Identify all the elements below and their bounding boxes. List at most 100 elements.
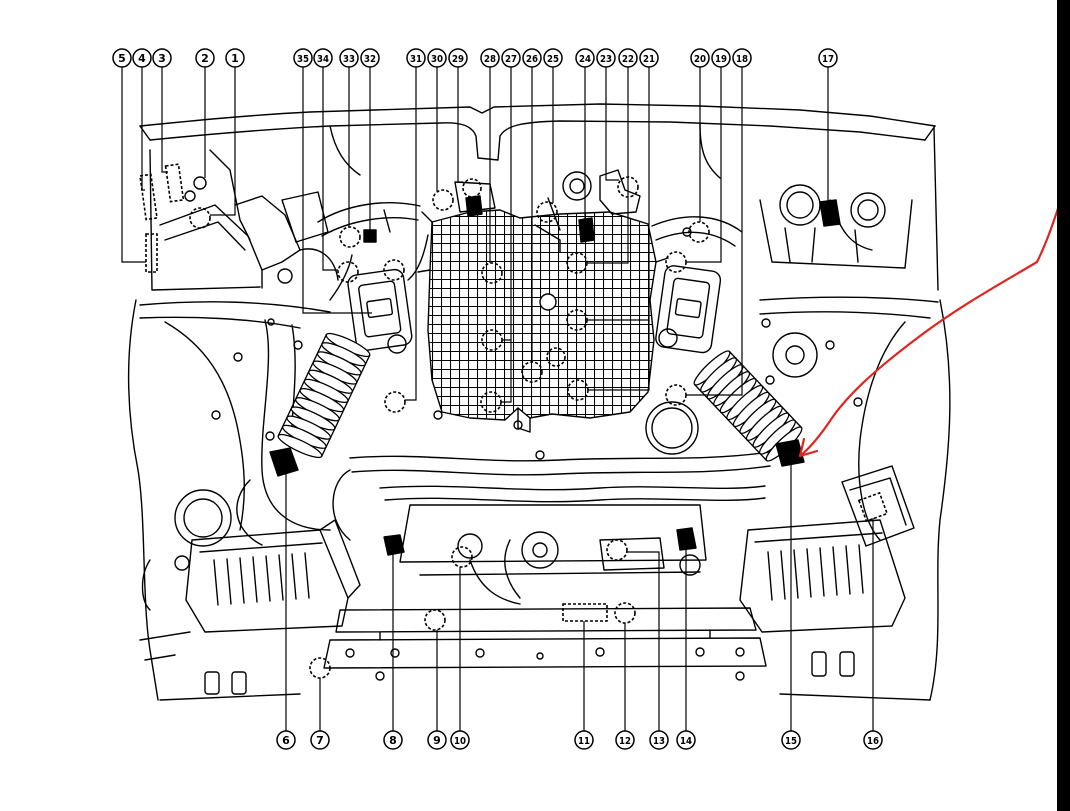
callout-15: 15 — [781, 730, 801, 750]
location-marker — [189, 207, 211, 229]
callout-circle — [543, 48, 563, 68]
callout-number: 22 — [622, 54, 634, 65]
callout-circle — [690, 48, 710, 68]
left-reservoir-cap — [174, 489, 232, 547]
callout-circle — [618, 48, 638, 68]
callout-number: 6 — [282, 734, 290, 747]
callout-circle — [574, 730, 594, 750]
callout-27: 27 — [501, 48, 521, 68]
callout-number: 17 — [822, 54, 834, 65]
bottom-frame — [159, 651, 931, 701]
lower-hoses — [332, 451, 771, 605]
callout-21: 21 — [639, 48, 659, 68]
callout-32: 32 — [360, 48, 380, 68]
callout-number: 24 — [579, 54, 591, 65]
callout-34: 34 — [313, 48, 333, 68]
connector-14 — [676, 527, 697, 551]
leader-line-31 — [405, 67, 417, 401]
connector-29 — [465, 195, 483, 217]
callout-number: 29 — [452, 54, 464, 65]
callout-circle — [575, 48, 595, 68]
callout-number: 7 — [316, 734, 324, 747]
leader-line-1 — [210, 67, 236, 216]
callout-circle — [448, 48, 468, 68]
callout-circle — [225, 48, 245, 68]
callout-number: 21 — [643, 54, 655, 65]
air-ducts — [277, 332, 803, 462]
connectors — [269, 195, 841, 556]
connector-17 — [819, 199, 841, 227]
leader-line-27 — [501, 67, 512, 403]
callout-circle — [293, 48, 313, 68]
location-marker — [451, 546, 473, 568]
callout-35: 35 — [293, 48, 313, 68]
engine-line-art — [127, 103, 951, 701]
callout-circle — [732, 48, 752, 68]
right-throttle-body — [655, 227, 722, 354]
callout-28: 28 — [480, 48, 500, 68]
location-marker-box — [139, 173, 158, 221]
right-air-duct — [693, 350, 803, 462]
callout-10: 10 — [450, 730, 470, 750]
callout-5: 5 — [112, 48, 132, 68]
callout-26: 26 — [522, 48, 542, 68]
connector-6 — [269, 447, 299, 477]
callout-circle — [450, 730, 470, 750]
red-annotation-arrow — [798, 180, 1068, 458]
callout-circle — [639, 48, 659, 68]
callout-number: 1 — [231, 52, 239, 65]
callout-number: 4 — [138, 52, 146, 65]
callout-number: 15 — [785, 736, 797, 747]
callout-16: 16 — [863, 730, 883, 750]
right-fender — [759, 127, 951, 701]
leader-line-35 — [302, 67, 372, 314]
callout-circle — [501, 48, 521, 68]
callout-11: 11 — [574, 730, 594, 750]
callout-number: 33 — [343, 54, 355, 65]
leader-line-34 — [322, 67, 338, 271]
callout-29: 29 — [448, 48, 468, 68]
left-lower-housing — [185, 519, 361, 633]
callout-number: 32 — [364, 54, 376, 65]
leader-line-22 — [587, 67, 629, 264]
left-throttle-body — [329, 234, 429, 354]
callout-7: 7 — [310, 730, 330, 750]
callout-12: 12 — [615, 730, 635, 750]
callout-number: 31 — [410, 54, 422, 65]
callout-circle — [310, 730, 330, 750]
callout-14: 14 — [676, 730, 696, 750]
callout-2: 2 — [195, 48, 215, 68]
callout-number: 5 — [118, 52, 126, 65]
callout-circle — [818, 48, 838, 68]
location-marker-box — [164, 163, 185, 203]
callout-number: 3 — [158, 52, 166, 65]
callout-number: 20 — [694, 54, 706, 65]
callout-number: 11 — [578, 736, 590, 747]
location-marker — [546, 347, 566, 367]
leader-line-21 — [587, 67, 650, 391]
leader-line-29 — [457, 67, 463, 183]
callout-1: 1 — [225, 48, 245, 68]
callout-circle — [152, 48, 172, 68]
callout-number: 10 — [454, 736, 466, 747]
leader-line-19 — [686, 67, 722, 263]
callout-6: 6 — [276, 730, 296, 750]
location-marker — [481, 262, 503, 284]
callout-circle — [276, 730, 296, 750]
location-marker — [432, 189, 454, 211]
location-marker — [337, 261, 359, 283]
right-module-box — [841, 465, 915, 547]
connector-15 — [775, 439, 805, 467]
location-marker — [383, 259, 405, 281]
callout-circle — [676, 730, 696, 750]
callout-22: 22 — [618, 48, 638, 68]
callout-number: 26 — [526, 54, 538, 65]
callout-3: 3 — [152, 48, 172, 68]
callout-circle — [522, 48, 542, 68]
callout-23: 23 — [596, 48, 616, 68]
callout-number: 34 — [317, 54, 329, 65]
callout-number: 14 — [680, 736, 692, 747]
callout-number: 27 — [505, 54, 517, 65]
